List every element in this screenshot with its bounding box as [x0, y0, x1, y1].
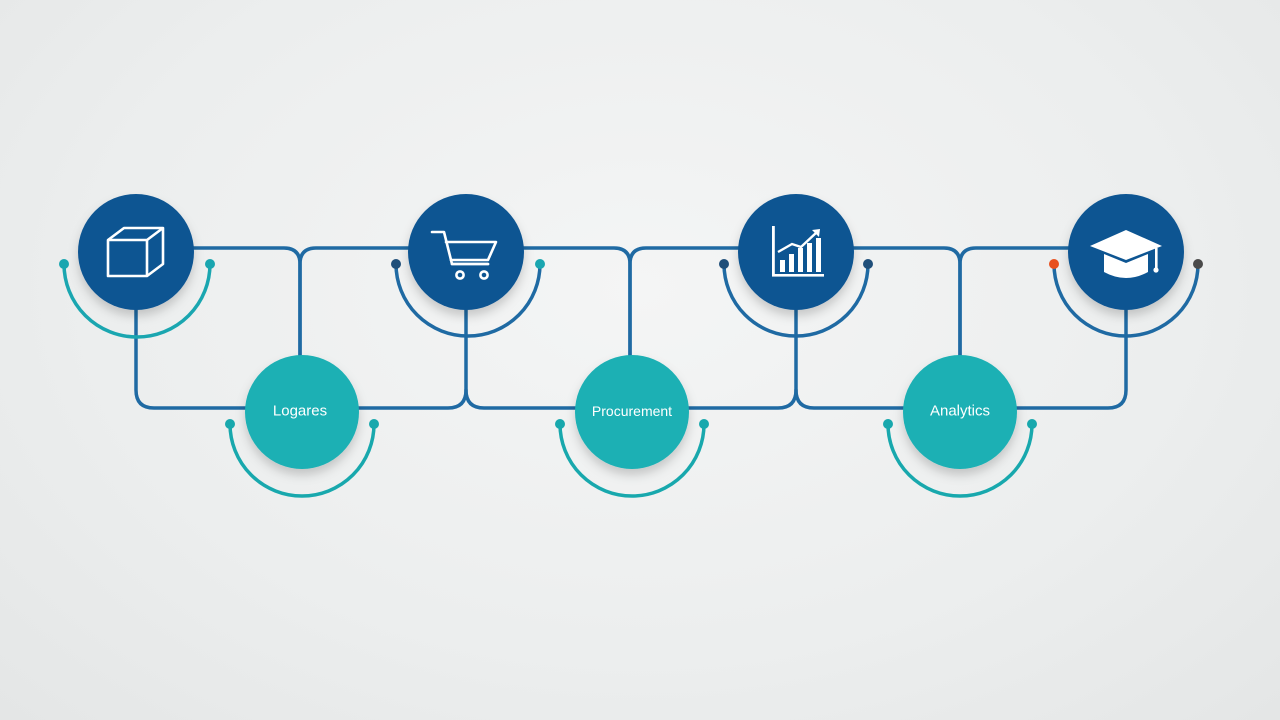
- bottom-node-2: [575, 355, 689, 469]
- bottom-node-1: [245, 355, 359, 469]
- top-node-3: [738, 194, 854, 310]
- shopping-cart-icon: [430, 230, 498, 280]
- bottom-node-3: [903, 355, 1017, 469]
- connector-drop-4: [1014, 298, 1128, 410]
- top-arc-4: [1052, 262, 1200, 338]
- arc-dot: [883, 419, 893, 429]
- top-node-1: [78, 194, 194, 310]
- arc-dot-accent: [1049, 259, 1059, 269]
- box-icon: [106, 226, 165, 278]
- bottom-arc-3: [886, 422, 1034, 498]
- connector-drop-1: [134, 298, 248, 410]
- bottom-node-2-label: Procurement: [592, 403, 672, 419]
- arc-dot: [1027, 419, 1037, 429]
- arc-dot: [719, 259, 729, 269]
- connector-drop-3: [684, 298, 798, 410]
- arc-dot: [863, 259, 873, 269]
- arc-dot: [225, 419, 235, 429]
- arc-dot: [205, 259, 215, 269]
- arc-dot: [59, 259, 69, 269]
- bottom-arc-2: [558, 422, 706, 498]
- connector-lines: [134, 246, 1128, 410]
- bottom-node-3-label: Analytics: [930, 403, 990, 420]
- top-arc-3: [722, 262, 870, 338]
- connector-drop-2: [354, 298, 468, 410]
- connector-top-4-left: [958, 246, 1074, 358]
- top-arc-2: [394, 262, 542, 338]
- bottom-arcs: [228, 422, 1034, 498]
- connector-top-3-left: [628, 246, 744, 358]
- top-arc-endpoints: [59, 259, 1203, 269]
- arc-dot: [369, 419, 379, 429]
- arc-dot-accent: [1193, 259, 1203, 269]
- arc-dot: [391, 259, 401, 269]
- bottom-node-1-label: Logares: [273, 403, 327, 420]
- arc-dot: [535, 259, 545, 269]
- bottom-arc-endpoints: [225, 419, 1037, 429]
- top-arc-1: [62, 262, 212, 339]
- graduation-cap-icon: [1090, 230, 1162, 278]
- bottom-arc-1: [228, 422, 376, 498]
- connector-drop-3b: [794, 388, 910, 410]
- top-arcs: [62, 262, 1200, 339]
- arc-dot: [555, 419, 565, 429]
- connector-drop-2b: [464, 388, 580, 410]
- bar-chart-trend-icon: [772, 226, 824, 277]
- top-node-2: [408, 194, 524, 310]
- connector-top-2-left: [298, 246, 414, 358]
- arc-dot: [699, 419, 709, 429]
